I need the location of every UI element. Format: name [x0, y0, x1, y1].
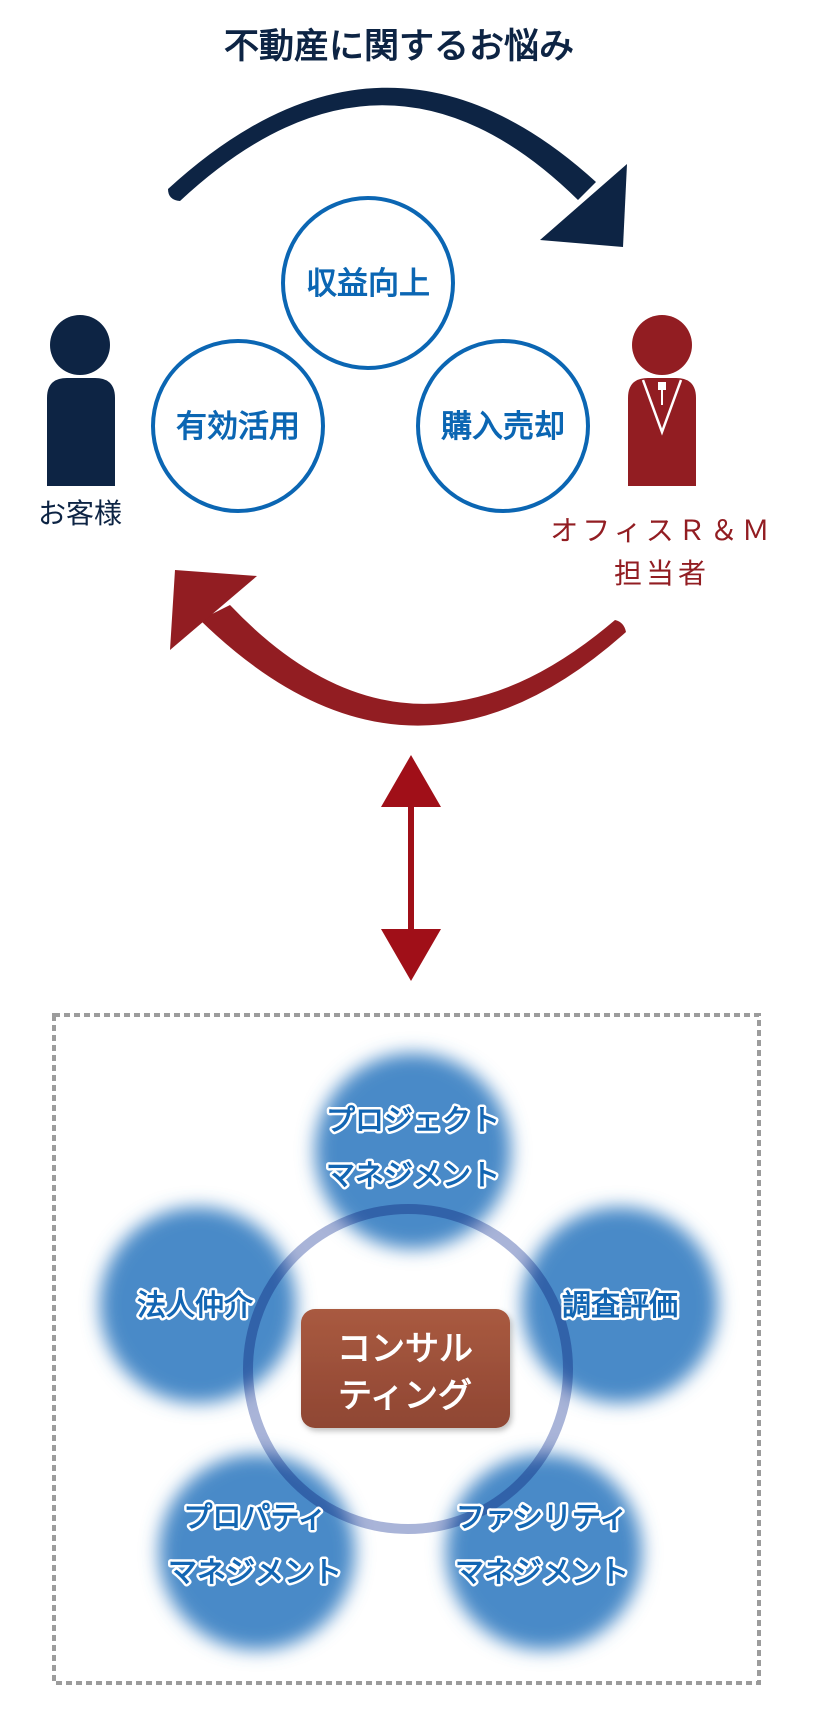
concern-circle-utilization: 有効活用	[151, 339, 325, 513]
diagram-title: 不動産に関するお悩み	[224, 27, 574, 67]
customer-person-icon	[47, 315, 115, 486]
staff-person-icon	[628, 315, 696, 486]
concern-circle-revenue: 収益向上	[281, 196, 455, 370]
concern-label: 購入売却	[441, 409, 565, 445]
concern-circle-trading: 購入売却	[416, 339, 590, 513]
service-label-facility-1: ファシリティ	[456, 1500, 628, 1534]
service-circle-facility	[446, 1454, 642, 1650]
service-circle-property	[159, 1454, 355, 1650]
concern-label: 有効活用	[176, 409, 300, 445]
staff-label-role: 担当者	[614, 557, 710, 590]
staff-label-company: オフィスＲ＆Ｍ	[550, 514, 773, 547]
service-label-project-1: プロジェクト	[326, 1103, 500, 1137]
services-frame	[52, 1013, 761, 1685]
service-circle-project	[315, 1053, 511, 1249]
service-label-facility-2: マネジメント	[455, 1555, 629, 1589]
service-label-project-2: マネジメント	[326, 1158, 500, 1192]
service-label-appraisal: 調査評価	[562, 1288, 678, 1322]
service-label-property-2: マネジメント	[168, 1555, 342, 1589]
customer-label: お客様	[38, 497, 122, 530]
service-label-brokerage: 法人仲介	[137, 1288, 254, 1322]
service-ring	[243, 1204, 573, 1534]
concern-label: 収益向上	[306, 266, 430, 302]
proposal-arrow-icon	[170, 570, 626, 726]
service-label-property-1: プロパティ	[183, 1500, 326, 1534]
consultation-arrow-icon	[168, 87, 627, 247]
core-label-line1: コンサル	[337, 1329, 473, 1369]
core-label-line2: ティング	[338, 1376, 472, 1416]
core-consulting-box: コンサル ティング	[301, 1309, 510, 1428]
double-arrow-icon	[381, 755, 441, 981]
